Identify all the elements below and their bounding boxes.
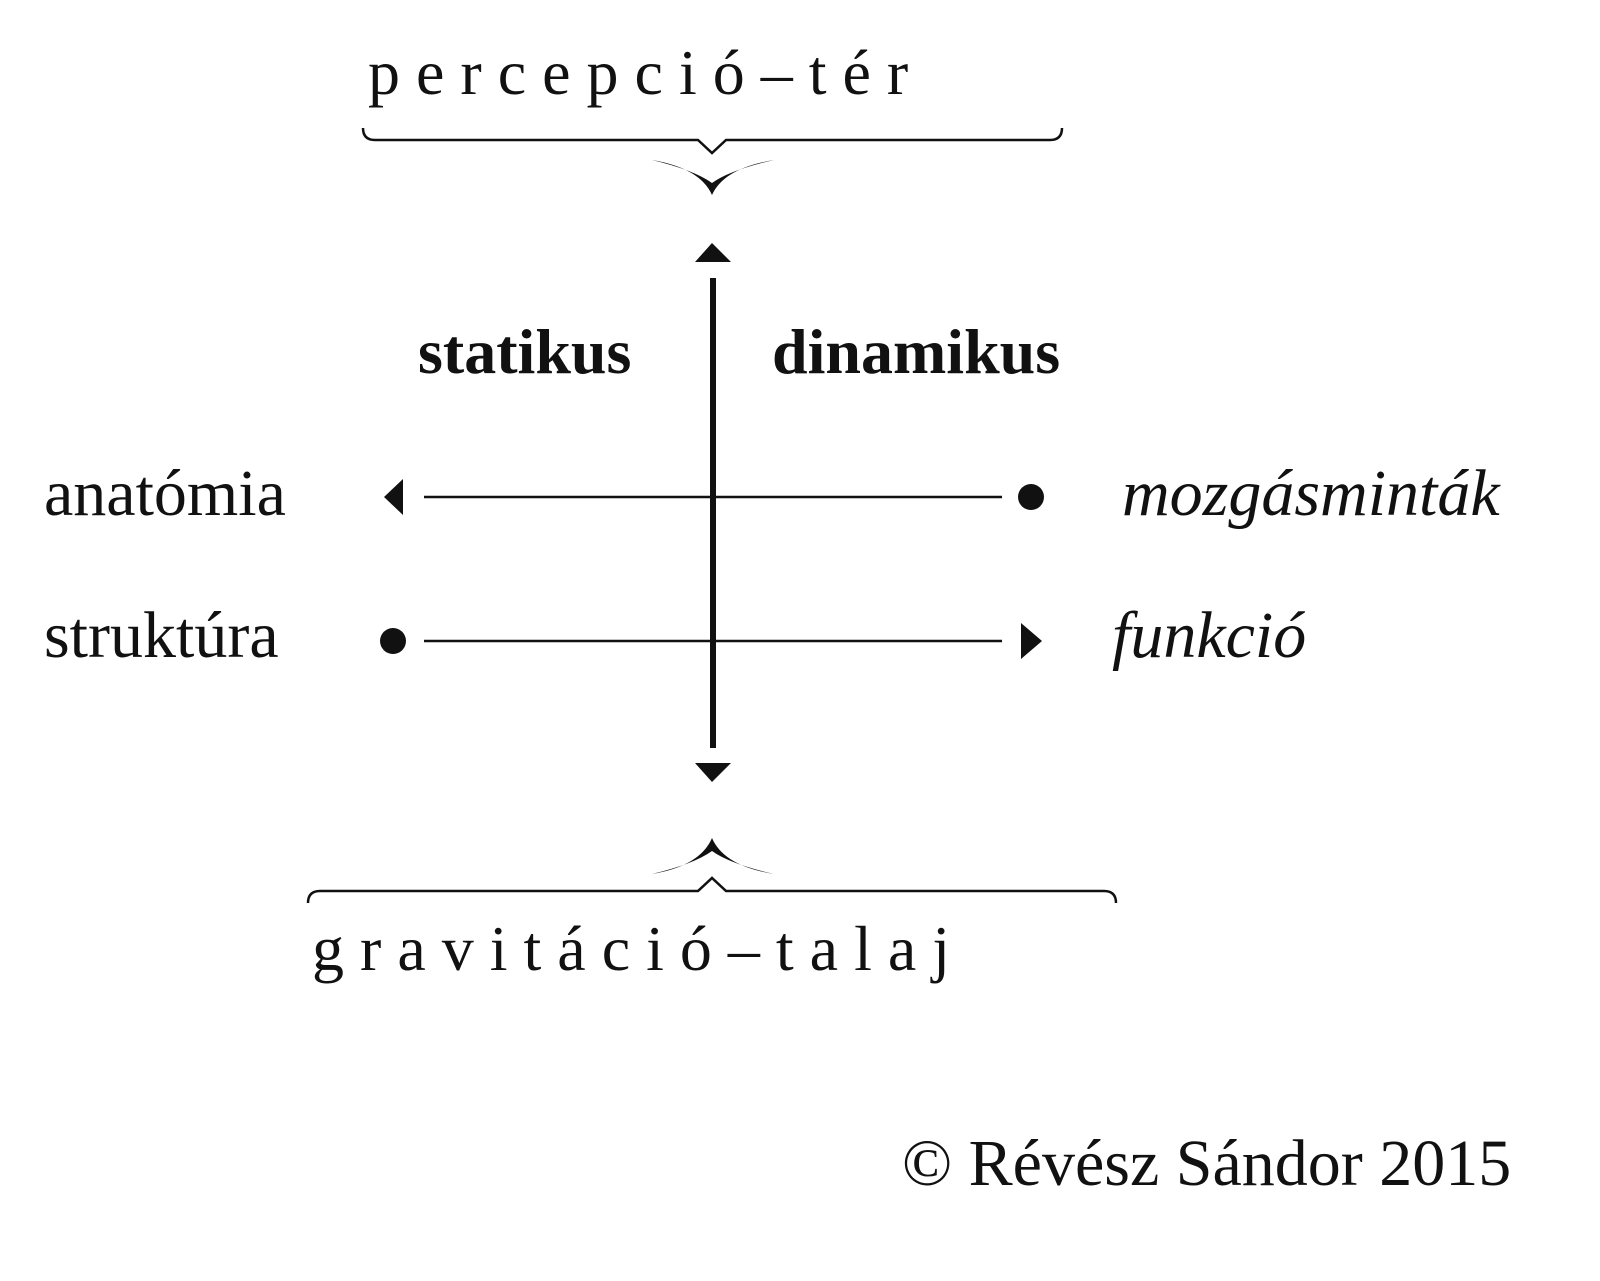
down-arrowhead xyxy=(695,763,731,782)
row2-right-label: funkció xyxy=(1112,599,1307,672)
up-arrowhead xyxy=(695,243,731,262)
row2-dot xyxy=(380,628,406,654)
row1-left-label: anatómia xyxy=(44,457,286,530)
right-header: dinamikus xyxy=(772,316,1061,387)
bottom-label: g r a v i t á c i ó – t a l a j xyxy=(312,913,951,984)
left-header: statikus xyxy=(418,316,632,387)
row2-left-label: struktúra xyxy=(44,599,279,672)
bottom-brace xyxy=(306,876,1118,904)
top-chevron xyxy=(652,160,774,195)
bottom-chevron xyxy=(652,838,774,874)
left-arrowhead xyxy=(384,479,403,515)
top-label: p e r c e p c i ó – t é r xyxy=(368,37,909,108)
copyright: © Révész Sándor 2015 xyxy=(902,1127,1512,1200)
top-brace xyxy=(361,127,1064,155)
right-arrowhead xyxy=(1021,623,1042,659)
row1-right-label: mozgásminták xyxy=(1122,457,1500,530)
row1-dot xyxy=(1018,484,1044,510)
